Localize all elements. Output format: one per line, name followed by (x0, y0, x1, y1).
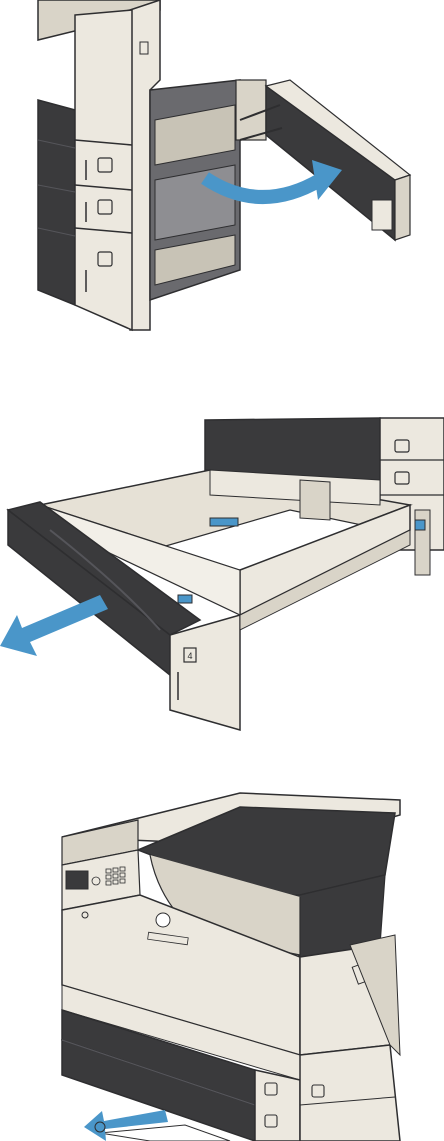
pull-out-tray-illustration: 4 (0, 410, 444, 740)
tray-number-text: 4 (187, 651, 192, 661)
printer-paper-jam-illustration (0, 785, 444, 1141)
jammed-paper-sheet (100, 1125, 230, 1141)
paper-guide-tab-icon (210, 518, 238, 526)
pull-tray-arrow-icon (0, 595, 108, 656)
printer-lower-right-panel (300, 1045, 400, 1141)
tray-front-right-face (170, 615, 240, 730)
paper-guide-tab-icon (178, 595, 192, 603)
control-panel-display (66, 871, 88, 889)
hp-logo-icon (156, 913, 170, 927)
remove-jammed-paper-illustration (0, 785, 444, 1141)
printer-left-side-dark (38, 100, 75, 305)
printer-front-face (75, 10, 132, 330)
printer-right-door-open-illustration (0, 0, 444, 340)
open-right-door-illustration (0, 0, 444, 340)
paper-tray-pulled-out-illustration: 4 (0, 410, 444, 740)
open-door-arrow-icon (205, 178, 320, 197)
